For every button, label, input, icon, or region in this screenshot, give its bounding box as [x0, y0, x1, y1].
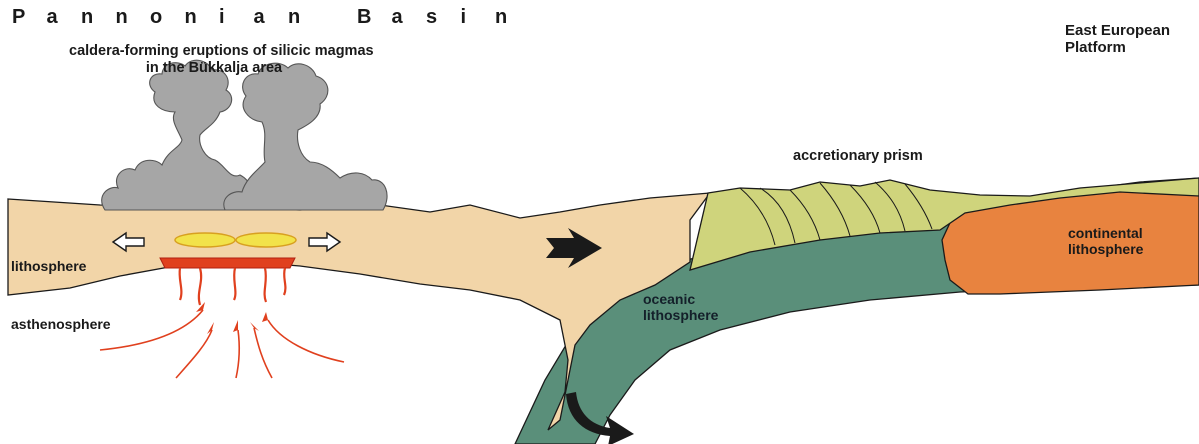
title-letter: a: [392, 6, 427, 29]
title-letter: n: [495, 6, 530, 29]
title-letter: P: [12, 6, 47, 29]
title-letter: n: [81, 6, 116, 29]
title-letter: i: [461, 6, 496, 29]
magma-sill: [160, 258, 295, 268]
title-letter: o: [150, 6, 185, 29]
title-letter: a: [254, 6, 289, 29]
east-european-line-1: East European: [1065, 22, 1170, 39]
eruption-caption: caldera-forming eruptions of silicic mag…: [69, 43, 359, 76]
accretionary-prism-label: accretionary prism: [793, 148, 923, 165]
title-letter: n: [185, 6, 220, 29]
continental-line-1: continental: [1068, 225, 1143, 241]
title-letter: B: [357, 6, 392, 29]
ash-cloud-group: [102, 60, 387, 210]
oceanic-line-2: lithosphere: [643, 307, 718, 323]
east-european-line-2: Platform: [1065, 39, 1170, 56]
caption-line-2: in the Bükkalja area: [69, 60, 359, 77]
mantle-upwelling-arrows-icon: [100, 310, 344, 378]
ash-cloud-right: [224, 63, 387, 210]
magma-chamber-right: [236, 233, 296, 247]
east-european-platform-label: East European Platform: [1065, 22, 1170, 57]
title-letter: a: [47, 6, 82, 29]
magma-chambers: [160, 233, 296, 305]
continental-line-2: lithosphere: [1068, 241, 1143, 257]
caption-line-1: caldera-forming eruptions of silicic mag…: [69, 43, 359, 60]
title-letter: i: [219, 6, 254, 29]
title-letter: n: [116, 6, 151, 29]
ash-cloud-left: [102, 60, 254, 210]
asthenosphere-label: asthenosphere: [11, 316, 111, 332]
magma-dikes: [180, 268, 286, 305]
continental-lithosphere-label: continental lithosphere: [1068, 225, 1143, 257]
oceanic-line-1: oceanic: [643, 291, 718, 307]
upwelling-arrowheads: [196, 302, 268, 334]
oceanic-lithosphere-label: oceanic lithosphere: [643, 291, 718, 323]
magma-chamber-left: [175, 233, 235, 247]
title-letter: s: [426, 6, 461, 29]
lithosphere-label: lithosphere: [11, 258, 86, 274]
title-letter: n: [288, 6, 323, 29]
